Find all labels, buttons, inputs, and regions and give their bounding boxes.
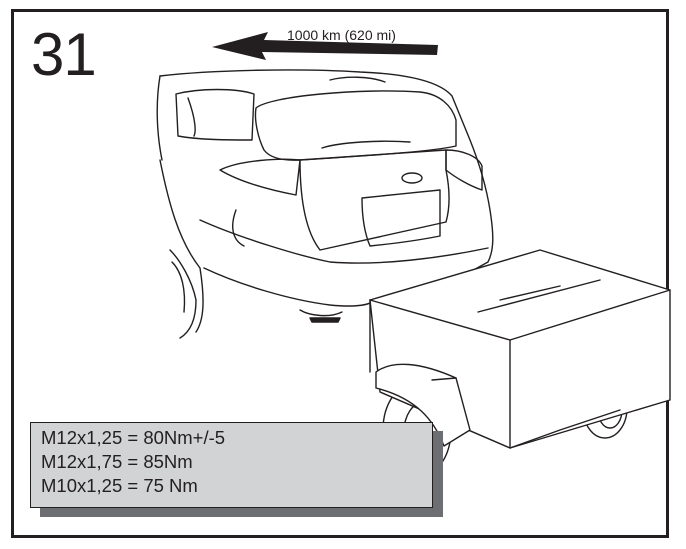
torque-panel: M12x1,25 = 80Nm+/-5 M12x1,75 = 85Nm M10x…	[30, 422, 433, 508]
torque-spec-line: M12x1,25 = 80Nm+/-5	[41, 427, 226, 448]
trailer-illustration	[369, 249, 671, 479]
torque-spec-line: M12x1,75 = 85Nm	[41, 451, 193, 472]
torque-spec-line: M10x1,25 = 75 Nm	[41, 475, 198, 496]
distance-label: 1000 km (620 mi)	[287, 27, 396, 43]
step-number: 31	[31, 21, 97, 88]
left-arrow-icon	[212, 32, 438, 60]
car-rear-illustration	[156, 69, 494, 339]
